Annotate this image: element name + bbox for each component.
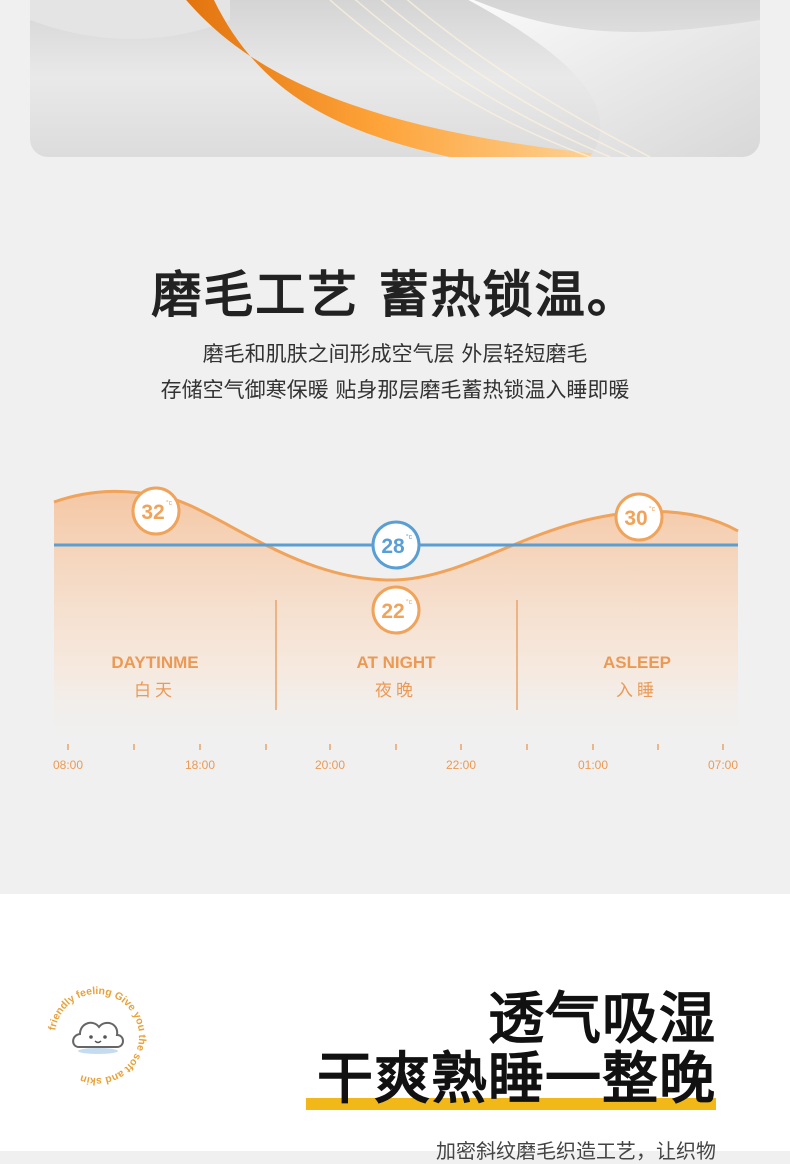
zone-label-en: ASLEEP <box>603 653 671 672</box>
temperature-chart: DAYTINME 白天 AT NIGHT 夜晚 ASLEEP 入睡 08:00 18:00 20… <box>53 486 739 772</box>
section-desc-line1: 磨毛和肌肤之间形成空气层 外层轻短磨毛 <box>202 342 588 366</box>
axis-tick-label: 08:00 <box>53 758 83 772</box>
axis-tick-label: 22:00 <box>446 758 476 772</box>
temp-value: 32 <box>141 501 164 524</box>
temp-value: 28 <box>381 535 405 558</box>
axis-tick-label: 18:00 <box>185 758 215 772</box>
zone-label-zh: 白天 <box>134 681 176 701</box>
zone-label-en: AT NIGHT <box>356 653 436 672</box>
temp-marker <box>131 486 181 536</box>
fabric-swirl-icon <box>30 0 760 157</box>
section-title: 磨毛工艺 蓄热锁温。 <box>151 266 639 324</box>
temp-marker <box>371 520 421 570</box>
temp-unit: °c <box>406 533 413 541</box>
section-desc-line2: 存储空气御寒保暖 贴身那层磨毛蓄热锁温入睡即暖 <box>160 378 630 402</box>
section2-title-line2: 干爽熟睡一整晚 <box>317 1047 716 1112</box>
section2-title-line1: 透气吸湿 <box>488 987 716 1052</box>
axis-tick-label: 01:00 <box>578 758 608 772</box>
section2-subtitle: 加密斜纹磨毛织造工艺，让织物 <box>436 1139 716 1163</box>
temp-marker <box>371 585 421 635</box>
cloud-icon <box>72 1021 124 1054</box>
zone-label-en: DAYTINME <box>111 653 198 672</box>
zone-label-zh: 入睡 <box>616 681 658 701</box>
temp-marker <box>614 492 664 542</box>
axis-tick-label: 20:00 <box>315 758 345 772</box>
temp-unit: °c <box>166 499 173 507</box>
temp-value: 22 <box>381 600 404 623</box>
friendly-feeling-badge: friendly feeling Give you the soft and s… <box>46 985 148 1087</box>
temp-value: 30 <box>624 507 647 530</box>
title-underline <box>306 1098 716 1110</box>
temp-unit: °c <box>649 505 656 513</box>
hero-image <box>30 0 760 157</box>
axis-tick-label: 07:00 <box>708 758 738 772</box>
zone-label-zh: 夜晚 <box>375 681 417 701</box>
temp-unit: °c <box>406 598 413 606</box>
